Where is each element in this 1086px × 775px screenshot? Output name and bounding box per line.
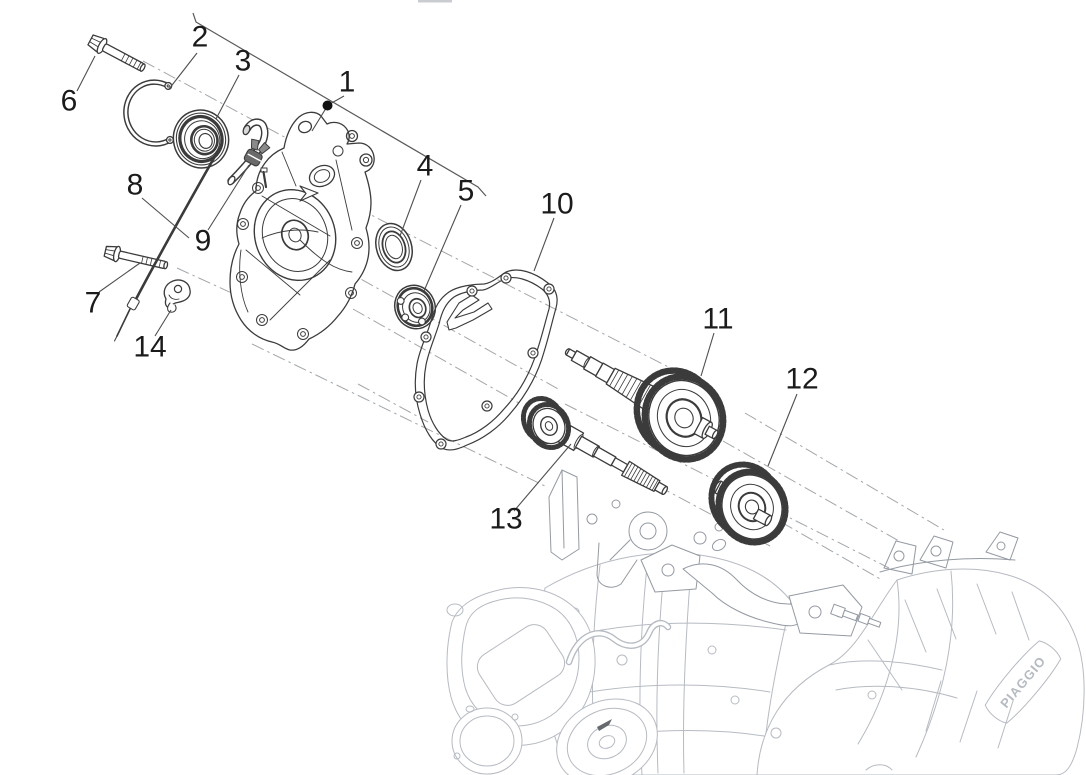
leader-line-input-shaft bbox=[513, 443, 572, 512]
leader-line-layer bbox=[76, 52, 798, 512]
ball-bearing bbox=[393, 284, 437, 330]
centerline bbox=[142, 60, 332, 163]
top-edge-mark bbox=[418, 0, 452, 3]
leader-line-ball-bearing bbox=[423, 204, 462, 292]
leader-line-bearing-large bbox=[215, 74, 240, 120]
leader-line-flange-bolt-long bbox=[76, 55, 96, 92]
assembly-group-line bbox=[192, 12, 487, 197]
flange-bolt-long bbox=[87, 34, 146, 72]
leader-line-retainer-bracket bbox=[154, 309, 172, 337]
engine-small-dark-mark bbox=[597, 719, 612, 731]
leader-line-final-gear bbox=[767, 393, 798, 467]
centerline bbox=[780, 521, 883, 581]
leader-line-oil-seal bbox=[399, 179, 422, 237]
engine-clutch-drum bbox=[556, 698, 658, 775]
circlip bbox=[123, 79, 174, 147]
leader-line-driven-shaft-gear bbox=[700, 332, 715, 377]
centerline bbox=[352, 308, 520, 404]
leader-line-flange-bolt-short bbox=[98, 262, 141, 293]
engine-block: PIAGGIO bbox=[446, 469, 1085, 775]
retainer-bracket bbox=[163, 279, 191, 313]
filler-tube-elbow bbox=[227, 118, 269, 186]
assembly-group-line-path bbox=[192, 12, 487, 197]
engine-cylinder-head bbox=[446, 587, 596, 775]
input-shaft bbox=[520, 396, 669, 496]
engine-cvt-cover: PIAGGIO bbox=[756, 568, 1085, 775]
driven-shaft-gear bbox=[564, 348, 727, 463]
bearing-large bbox=[172, 109, 230, 169]
centerline bbox=[251, 343, 546, 487]
engine-hose bbox=[565, 619, 672, 666]
hose-clamp bbox=[243, 138, 271, 189]
leader-line-dipstick-rod bbox=[141, 197, 190, 239]
leader-line-circlip bbox=[168, 52, 198, 90]
leader-line-hose-clamp bbox=[207, 164, 250, 231]
dipstick-rod bbox=[114, 147, 221, 342]
centerline bbox=[744, 412, 945, 531]
gasket bbox=[413, 269, 558, 451]
callout-dot-transmission-cover bbox=[322, 100, 333, 111]
centerline bbox=[357, 383, 429, 423]
oil-seal bbox=[375, 222, 413, 272]
final-gear bbox=[708, 461, 789, 546]
engine-mount-brackets bbox=[548, 469, 1019, 637]
leader-line-gasket bbox=[533, 217, 555, 272]
centerline bbox=[722, 440, 900, 542]
